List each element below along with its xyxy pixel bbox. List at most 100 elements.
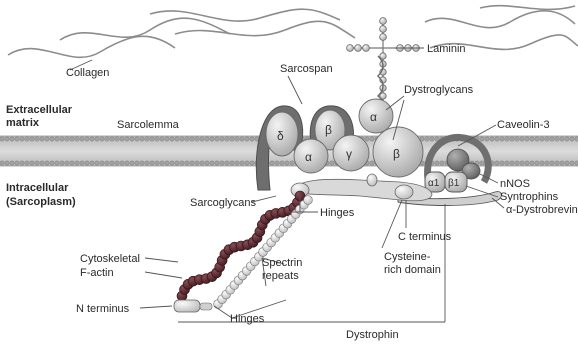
lipid-head [50, 137, 54, 141]
lipid-head [140, 161, 144, 165]
matrix-label: matrix [6, 117, 40, 129]
lipid-head [155, 137, 159, 141]
lipid-head [100, 161, 104, 165]
lipid-head [505, 137, 509, 141]
lipid-head [230, 161, 234, 165]
lipid-head [220, 137, 224, 141]
lipid-head [545, 161, 549, 165]
lipid-head [425, 137, 429, 141]
lipid-head [0, 137, 4, 141]
lipid-head [440, 161, 444, 165]
lipid-head [430, 137, 434, 141]
lipid-head [570, 137, 574, 141]
lipid-head [75, 161, 79, 165]
lipid-head [195, 161, 199, 165]
collagen-label: Collagen [66, 67, 109, 79]
lipid-head [40, 137, 44, 141]
lipid-head [185, 137, 189, 141]
lipid-head [520, 137, 524, 141]
lipid-head [205, 161, 209, 165]
lipid-head [15, 161, 19, 165]
sarcoglycans-label: Sarcoglycans [190, 197, 257, 209]
lipid-head [370, 161, 374, 165]
lipid-head [155, 161, 159, 165]
lipid-head [530, 137, 534, 141]
laminin-label: Laminin [427, 43, 466, 55]
lipid-head [110, 161, 114, 165]
lipid-head [180, 137, 184, 141]
lipid-head [510, 161, 514, 165]
lipid-head [85, 137, 89, 141]
lipid-head [115, 137, 119, 141]
lipid-head [165, 137, 169, 141]
lipid-head [245, 161, 249, 165]
lipid-head [555, 161, 559, 165]
lipid-head [5, 161, 9, 165]
lipid-head [95, 137, 99, 141]
lipid-head [560, 161, 564, 165]
lipid-head [110, 137, 114, 141]
lipid-head [210, 137, 214, 141]
lipid-head [535, 137, 539, 141]
gamma-sg-glyph: γ [346, 147, 352, 161]
dystrophin-label: Dystrophin [346, 329, 399, 341]
lipid-head [170, 137, 174, 141]
lipid-head [160, 137, 164, 141]
dystrophin-c-region [291, 174, 432, 201]
repeats-label: repeats [262, 270, 299, 282]
lipid-head [15, 137, 19, 141]
cysteine-label: Cysteine- [384, 251, 431, 263]
lipid-head [270, 161, 274, 165]
lipid-head [120, 137, 124, 141]
lipid-head [135, 161, 139, 165]
lipid-head [510, 137, 514, 141]
lipid-head [140, 137, 144, 141]
lipid-head [30, 137, 34, 141]
lipid-head [165, 161, 169, 165]
alpha-sg-glyph: α [305, 150, 312, 164]
lipid-head [245, 137, 249, 141]
lipid-head [75, 137, 79, 141]
lipid-head [25, 137, 29, 141]
dystroglycans-label: Dystroglycans [404, 84, 474, 96]
caveolin-label: Caveolin-3 [497, 119, 550, 131]
sarcospan-label: Sarcospan [280, 63, 333, 75]
lipid-head [20, 161, 24, 165]
lipid-head [550, 161, 554, 165]
lipid-head [50, 161, 54, 165]
lipid-head [55, 161, 59, 165]
cytoskeletal-label: Cytoskeletal [80, 253, 140, 265]
nnos-label: nNOS [500, 178, 530, 190]
lipid-head [95, 161, 99, 165]
lipid-head [105, 137, 109, 141]
lipid-head [100, 137, 104, 141]
intracellular-label: Intracellular [6, 182, 69, 194]
spectrin-label: Spectrin [262, 257, 302, 269]
lipid-head [30, 161, 34, 165]
lipid-head [90, 137, 94, 141]
lipid-head [225, 161, 229, 165]
lipid-head [500, 137, 504, 141]
lipid-head [180, 161, 184, 165]
lipid-head [275, 161, 279, 165]
lipid-head [150, 161, 154, 165]
lipid-head [240, 137, 244, 141]
alpha1-glyph: α1 [428, 178, 440, 189]
lipid-head [290, 161, 294, 165]
lipid-head [20, 137, 24, 141]
lipid-head [55, 137, 59, 141]
lipid-head [135, 137, 139, 141]
lipid-head [490, 137, 494, 141]
lipid-head [130, 137, 134, 141]
dystrobrevin-label: α-Dystrobrevin [506, 204, 578, 216]
f-actin-label: F-actin [80, 267, 114, 279]
lipid-head [120, 161, 124, 165]
lipid-head [35, 137, 39, 141]
lipid-head [160, 161, 164, 165]
lipid-head [480, 161, 484, 165]
lipid-head [565, 137, 569, 141]
lipid-head [35, 161, 39, 165]
lipid-head [130, 161, 134, 165]
sarcoplasm-label: (Sarcoplasm) [6, 196, 76, 208]
